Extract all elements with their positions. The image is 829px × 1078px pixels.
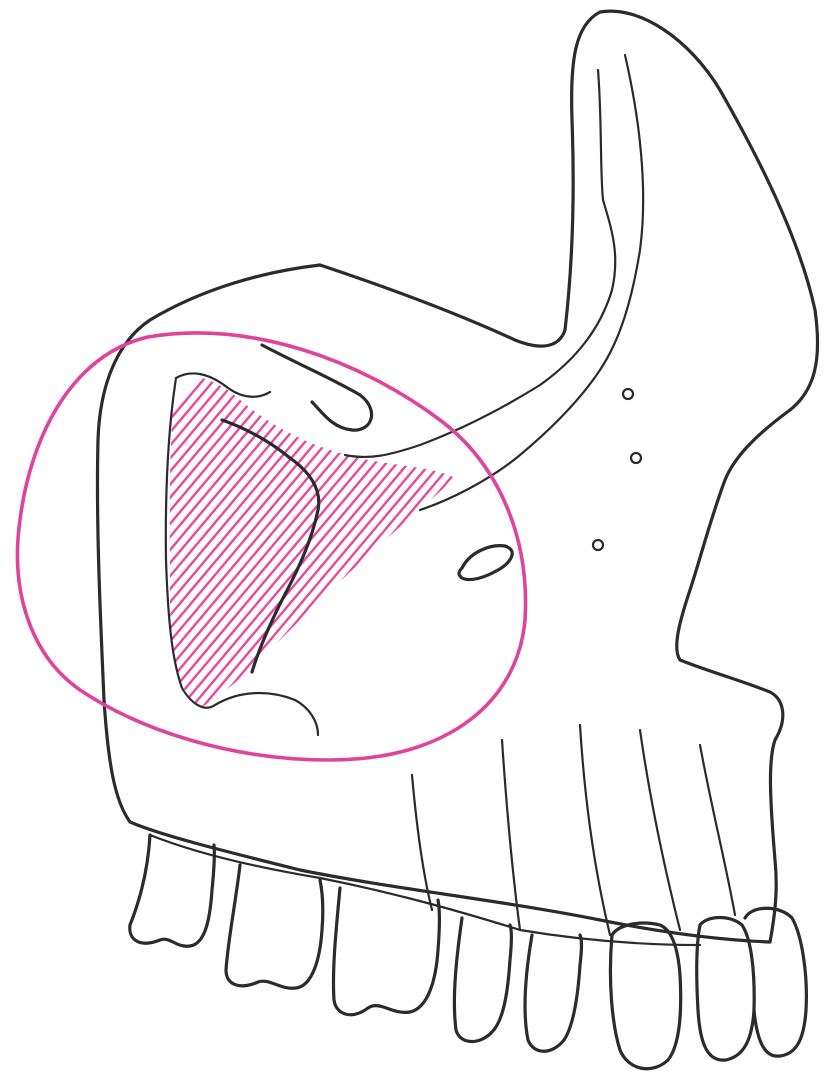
frontal-process-edge bbox=[345, 70, 615, 457]
root-line-3 bbox=[580, 725, 610, 935]
hatch-line bbox=[153, 360, 473, 740]
hatch-line bbox=[395, 360, 715, 740]
hatch-line bbox=[384, 360, 704, 740]
hatch-line bbox=[0, 360, 308, 740]
root-line-5 bbox=[700, 745, 735, 915]
hatch-line bbox=[428, 360, 748, 740]
hatch-line bbox=[461, 360, 781, 740]
tooth-premolar-1 bbox=[525, 935, 581, 1051]
hatch-line bbox=[186, 360, 506, 740]
hatch-line bbox=[0, 360, 297, 740]
hatch-line bbox=[219, 360, 539, 740]
hatch-line bbox=[307, 360, 627, 740]
infraorbital-foramen bbox=[459, 546, 512, 580]
hatch-line bbox=[527, 360, 829, 740]
hatch-line bbox=[87, 360, 407, 740]
hatch-line bbox=[0, 360, 231, 740]
root-line-2 bbox=[502, 740, 520, 930]
hatch-line bbox=[109, 360, 429, 740]
hatch-line bbox=[549, 360, 829, 740]
orbital-rim bbox=[420, 55, 643, 510]
hatch-line bbox=[0, 360, 220, 740]
hatch-line bbox=[483, 360, 803, 740]
infraorbital-margin bbox=[262, 345, 372, 430]
hatch-line bbox=[0, 360, 319, 740]
hatch-line bbox=[197, 360, 517, 740]
hatch-line bbox=[494, 360, 814, 740]
hatch-line bbox=[0, 360, 286, 740]
hatch-line bbox=[417, 360, 737, 740]
hatch-line bbox=[76, 360, 396, 740]
sinus-hatching bbox=[0, 360, 829, 740]
hatch-line bbox=[593, 360, 829, 740]
hatch-line bbox=[65, 360, 385, 740]
hatch-line bbox=[340, 360, 660, 740]
hatch-line bbox=[296, 360, 616, 740]
hatch-line bbox=[43, 360, 363, 740]
hatch-line bbox=[538, 360, 829, 740]
maxilla-outline bbox=[97, 11, 817, 942]
foramen-dot-1 bbox=[623, 389, 633, 399]
tooth-molar-1 bbox=[333, 888, 439, 1015]
hatch-line bbox=[450, 360, 770, 740]
hatch-line bbox=[131, 360, 451, 740]
hatch-line bbox=[604, 360, 829, 740]
hatch-line bbox=[175, 360, 495, 740]
hatch-line bbox=[252, 360, 572, 740]
root-line-4 bbox=[640, 730, 680, 930]
hatch-line bbox=[582, 360, 829, 740]
hatch-line bbox=[263, 360, 583, 740]
hatch-line bbox=[406, 360, 726, 740]
hatch-line bbox=[373, 360, 693, 740]
tooth-premolar-2 bbox=[454, 918, 511, 1042]
foramen-dot-2 bbox=[631, 453, 641, 463]
foramen-dot-3 bbox=[593, 540, 603, 550]
hatch-line bbox=[120, 360, 440, 740]
hatch-line bbox=[142, 360, 462, 740]
hatch-line bbox=[571, 360, 829, 740]
tooth-molar-2 bbox=[226, 865, 323, 988]
hatch-line bbox=[285, 360, 605, 740]
hatch-line bbox=[505, 360, 825, 740]
